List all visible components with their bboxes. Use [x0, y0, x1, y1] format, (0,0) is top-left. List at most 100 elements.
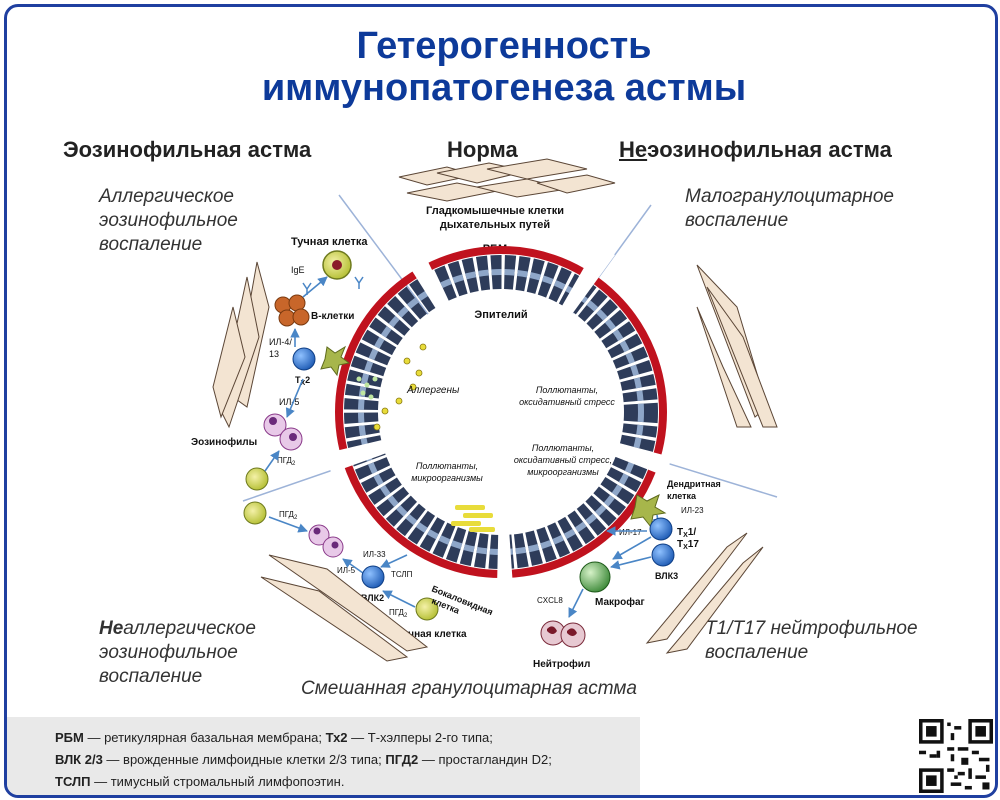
heading-non-prefix: Не — [619, 137, 648, 162]
legend-line3: ТСЛП — тимусный стромальный лимфопоэтин. — [55, 774, 345, 789]
ilc3-cell-icon — [651, 543, 675, 567]
mast-nucleus — [332, 260, 342, 270]
label-ilc3: ВЛК3 — [655, 571, 678, 581]
page-title-line2: иммунопатогенеза астмы — [261, 67, 747, 109]
epithelium-highlight — [358, 269, 644, 555]
label-th2: ТХ2 — [295, 375, 310, 387]
macrophage-icon — [579, 561, 611, 593]
arrow-il33 — [380, 554, 408, 568]
arrow-il5 — [285, 378, 304, 418]
page-title-line1: Гетерогенность — [356, 25, 652, 67]
label-pollutants-micro-2: микроорганизмы — [411, 473, 483, 483]
label-smooth-muscle-2: дыхательных путей — [440, 219, 550, 231]
label-mast-cell: Тучная клетка — [291, 236, 368, 248]
eosinophils-icon — [263, 413, 303, 451]
cytokine-green-dots — [356, 376, 378, 400]
qr-code-icon[interactable] — [919, 719, 993, 793]
muscle-cell — [536, 174, 616, 194]
diagram-svg: Гладкомышечные клетки дыхательных путей … — [191, 158, 778, 670]
label-allergens: Аллергены — [406, 385, 460, 396]
label-pollutants-ox-1: Поллютанты, — [536, 385, 598, 395]
section-neutro-line2: воспаление — [705, 642, 809, 663]
mast-cell-mid — [245, 467, 269, 491]
label-ige: IgE — [291, 265, 305, 275]
smooth-muscle-top — [398, 158, 616, 202]
arrow-pgd2-mast — [382, 590, 416, 608]
b-cells-icon — [274, 294, 310, 327]
label-cxcl8: CXCL8 — [537, 596, 563, 605]
mast-cell-lower-left — [243, 501, 267, 525]
label-tslp: ТСЛП — [391, 570, 413, 579]
th1-17-cell-icon — [649, 517, 673, 541]
section-allergic-line3: воспаление — [99, 234, 203, 255]
label-epithelium: Эпителий — [474, 309, 527, 321]
label-eosinophils: Эозинофилы — [191, 436, 257, 448]
section-allergic-line2: эозинофильное — [99, 210, 238, 231]
heading-non-rest: эозинофильная астма — [647, 137, 892, 162]
label-pgd2-top: ПГД2 — [277, 456, 296, 467]
infographic-frame: Гетерогенность иммунопатогенеза астмы Эо… — [4, 4, 998, 798]
label-th17: ТХ17 — [677, 539, 699, 551]
section-nonallergic-line1: Неаллергическое — [99, 617, 256, 641]
neutrophils-icon — [540, 620, 586, 648]
label-pgd2-lower: ПГД2 — [279, 510, 298, 521]
label-th1: ТХ1/ — [677, 527, 696, 539]
th2-cell-icon — [292, 347, 316, 371]
ring-gap — [497, 412, 513, 587]
section-nonallergic-line2: эозинофильное — [99, 642, 238, 663]
dendritic-cell-icon — [630, 494, 667, 529]
eosinophils-lower — [308, 524, 344, 558]
dendritic-cell-top — [320, 345, 351, 377]
section-paucigranulocytic: Малогранулоцитарное воспаление — [685, 185, 894, 233]
section-nonallergic-rest: аллергическое — [123, 618, 256, 639]
section-mixed-line: Смешанная гранулоцитарная астма — [301, 678, 637, 699]
arrow-bcell-mast — [302, 276, 328, 298]
mast-cell-top — [322, 250, 352, 280]
arrow-il5-lower — [342, 558, 364, 574]
section-nonallergic: Неаллергическое эозинофильное воспаление — [99, 617, 256, 689]
section-nonallergic-prefix: Не — [99, 618, 124, 639]
heading-non-eosinophilic: Неэозинофильная астма — [619, 137, 892, 163]
label-b-cells: В-клетки — [311, 311, 354, 322]
label-dendritic-1: Дендритная — [667, 479, 721, 489]
heading-eosinophilic: Эозинофильная астма — [63, 137, 312, 162]
ring-gap — [501, 245, 615, 412]
muscle-cell — [486, 158, 588, 180]
ige-antibody-icon — [302, 276, 364, 295]
ring-gap — [397, 239, 501, 412]
section-allergic-line1: Аллергическое — [99, 186, 234, 207]
section-neutrophilic: Т1/Т17 нейтрофильное воспаление — [705, 617, 918, 665]
section-neutro-line1: Т1/Т17 нейтрофильное — [705, 618, 918, 639]
section-pauci-line1: Малогранулоцитарное — [685, 186, 894, 207]
arrow-th-macrophage — [612, 536, 652, 560]
arrow-cxcl8 — [568, 588, 584, 618]
label-ilc2: ВЛК2 — [361, 593, 384, 603]
arrow-pgd2-top — [264, 450, 280, 472]
section-mixed: Смешанная гранулоцитарная астма — [301, 677, 637, 701]
label-pollutants-ox-2: оксидативный стресс — [519, 397, 615, 407]
label-mast-cell-lower: Тучная клетка — [397, 629, 467, 640]
ring-gap — [501, 412, 671, 477]
heading-norm: Норма — [447, 137, 518, 162]
mast-cell-lower — [415, 597, 439, 621]
smooth-muscle-left — [212, 261, 270, 429]
label-pollutants-all-2: оксидативный стресс, — [514, 455, 612, 465]
smooth-muscle-bottom-left — [260, 554, 429, 662]
label-pgd2-mast: ПГД2 — [389, 608, 408, 619]
label-il23: ИЛ-23 — [681, 506, 704, 515]
label-il4-13-b: 13 — [269, 349, 279, 359]
label-dendritic-2: клетка — [667, 491, 697, 501]
label-macrophage: Макрофаг — [595, 596, 645, 608]
legend-line1: РБМ — ретикулярная базальная мембрана; Т… — [55, 730, 493, 745]
label-neutrophil: Нейтрофил — [533, 658, 590, 670]
label-il5-lower: ИЛ-5 — [337, 566, 356, 575]
label-il17: ИЛ-17 — [619, 528, 642, 537]
ilc2-cell-icon — [361, 565, 385, 589]
arrow-pgd2-lower — [268, 516, 308, 533]
section-pauci-line2: воспаление — [685, 210, 789, 231]
label-smooth-muscle-1: Гладкомышечные клетки — [426, 205, 564, 217]
legend-line2: ВЛК 2/3 — врожденные лимфоидные клетки 2… — [55, 752, 552, 767]
section-nonallergic-line3: воспаление — [99, 666, 203, 687]
label-il4-13-a: ИЛ-4/ — [269, 337, 292, 347]
smooth-muscle-right — [696, 264, 778, 428]
